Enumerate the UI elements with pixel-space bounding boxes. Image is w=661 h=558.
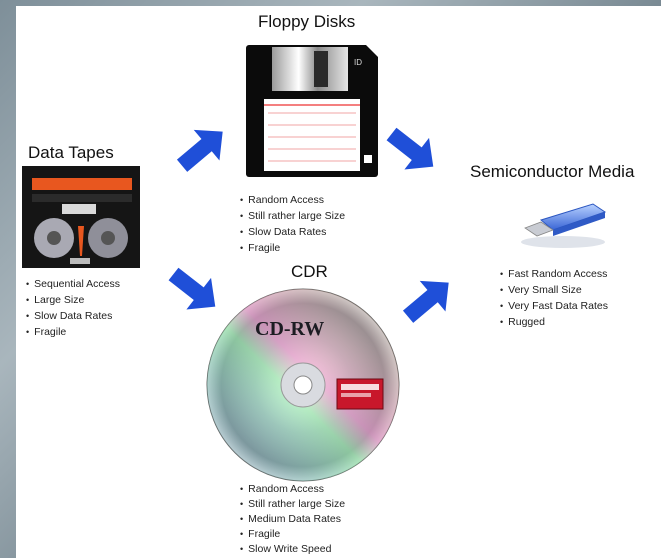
floppy-features-list: Random Access Still rather large Size Sl… [240, 192, 345, 256]
list-item: Random Access [240, 482, 345, 497]
cd-rw-label: CD-RW [255, 318, 324, 340]
list-item: Rugged [500, 314, 608, 330]
list-item: Still rather large Size [240, 208, 345, 224]
list-item: Medium Data Rates [240, 512, 345, 527]
arrow-cdr-to-semiconductor [402, 280, 449, 323]
list-item: Fragile [240, 240, 345, 256]
data-tapes-title: Data Tapes [28, 143, 114, 162]
arrow-tapes-to-cdr [168, 267, 216, 310]
cdr-title: CDR [291, 262, 328, 281]
list-item: Slow Data Rates [240, 224, 345, 240]
list-item: Very Fast Data Rates [500, 298, 608, 314]
cd-rw-disc-image: CD-RW [206, 288, 400, 482]
arrow-floppy-to-semiconductor [386, 127, 434, 170]
arrow-tapes-to-floppy [176, 129, 223, 172]
semiconductor-features-list: Fast Random Access Very Small Size Very … [500, 266, 608, 330]
data-tape-image [22, 166, 140, 268]
floppy-disks-title: Floppy Disks [258, 12, 356, 31]
list-item: Slow Data Rates [26, 308, 120, 324]
list-item: Sequential Access [26, 276, 120, 292]
semiconductor-media-title: Semiconductor Media [470, 162, 635, 181]
usb-stick-image [521, 203, 607, 248]
cdr-features-list: Random Access Still rather large Size Me… [240, 482, 345, 557]
list-item: Fragile [240, 527, 345, 542]
list-item: Very Small Size [500, 282, 608, 298]
floppy-id-label: ID [354, 58, 362, 67]
floppy-disk-image: ID [246, 45, 378, 177]
list-item: Still rather large Size [240, 497, 345, 512]
list-item: Fragile [26, 324, 120, 340]
list-item: Large Size [26, 292, 120, 308]
list-item: Random Access [240, 192, 345, 208]
tape-features-list: Sequential Access Large Size Slow Data R… [26, 276, 120, 340]
list-item: Fast Random Access [500, 266, 608, 282]
list-item: Slow Write Speed [240, 542, 345, 557]
